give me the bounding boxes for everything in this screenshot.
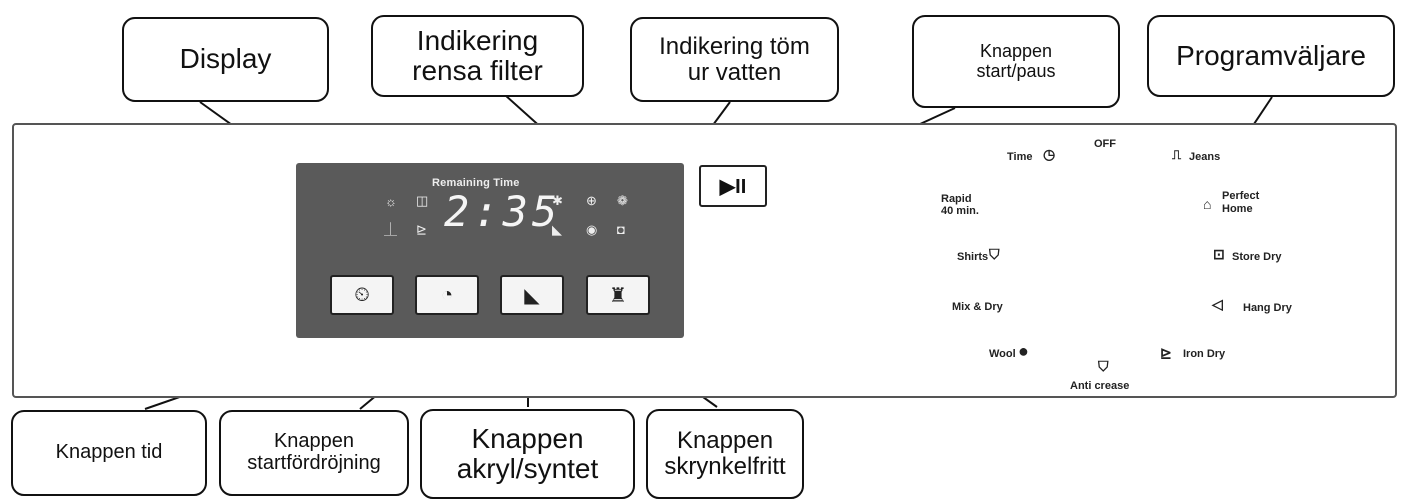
callout-empty-water: Indikering töm ur vatten xyxy=(630,17,839,102)
program-time-label: Time xyxy=(1007,151,1033,163)
callout-crease-button-line1: Knappen xyxy=(676,427,774,455)
callout-clean-filter-line1: Indikering xyxy=(416,24,539,56)
anti-crease-button[interactable]: ♜ xyxy=(586,275,650,315)
callout-start-pause-line1: Knappen xyxy=(979,41,1053,62)
callout-empty-water-line1: Indikering töm xyxy=(659,32,810,60)
shirt-hanger-icon: ♜ xyxy=(609,284,627,307)
callout-crease-button: Knappen skrynkelfritt xyxy=(646,409,804,499)
program-iron-dry-label: Iron Dry xyxy=(1183,348,1226,360)
callout-acrylic-button-line1: Knappen xyxy=(471,422,584,454)
callout-program-selector-text: Programväljare xyxy=(1176,39,1366,71)
remaining-time-label: Remaining Time xyxy=(432,177,520,189)
callout-empty-water-line2: ur vatten xyxy=(687,58,782,86)
acrylic-synthetic-button[interactable]: ◣ xyxy=(500,275,564,315)
callout-start-pause: Knappen start/paus xyxy=(912,15,1120,108)
jeans-icon: ⎍ xyxy=(1172,147,1182,162)
callout-delay-button-line2: startfördröjning xyxy=(247,452,381,474)
program-perfect-home-label1: Perfect xyxy=(1222,190,1260,202)
time-button[interactable]: ⏲ xyxy=(330,275,394,315)
clock-icon: ⏲ xyxy=(354,283,370,306)
iron-small-icon: ⊵ xyxy=(1160,345,1172,361)
leaf-indicator-icon: ◣ xyxy=(552,222,562,237)
play-pause-icon: ▶II xyxy=(719,175,747,198)
program-rapid-label1: Rapid xyxy=(941,193,972,205)
program-rapid-label2: 40 min. xyxy=(941,205,979,217)
empty-water-indicator-icon: ❁ xyxy=(617,193,628,208)
store-dry-icon: ◫ xyxy=(416,193,429,208)
program-perfect-home-label2: Home xyxy=(1222,203,1253,215)
store-dry-small-icon: ⊡ xyxy=(1213,246,1225,262)
wool-icon: ● xyxy=(1018,341,1029,361)
clock-small-icon: ◷ xyxy=(1043,146,1056,162)
program-off-label: OFF xyxy=(1094,138,1116,150)
program-shirts-label: Shirts xyxy=(957,251,989,263)
callout-time-button-text: Knappen tid xyxy=(55,441,163,464)
hanger-icon: ⏊ xyxy=(384,222,398,237)
callout-clean-filter: Indikering rensa filter xyxy=(371,15,584,97)
delay-timer-icon: ◔ xyxy=(440,283,454,306)
program-anti-crease-label: Anti crease xyxy=(1070,380,1130,392)
callout-clean-filter-line2: rensa filter xyxy=(412,55,543,86)
house-icon: ⌂ xyxy=(1203,196,1212,212)
program-hang-dry-label: Hang Dry xyxy=(1243,302,1292,314)
callout-crease-button-line2: skrynkelfritt xyxy=(664,453,786,480)
callout-display: Display xyxy=(122,17,329,102)
callout-program-selector: Programväljare xyxy=(1147,15,1395,97)
delay-start-button[interactable]: ◔ xyxy=(415,275,479,315)
clean-filter-indicator-icon: ⊕ xyxy=(586,193,597,208)
callout-start-pause-line2: start/paus xyxy=(976,60,1056,81)
shirt-icon: ⛉ xyxy=(989,246,1000,262)
program-mix-dry-label: Mix & Dry xyxy=(952,301,1003,313)
callout-time-button: Knappen tid xyxy=(11,410,207,496)
anti-crease-small-icon: ⛉ xyxy=(1098,358,1109,374)
program-store-dry-label: Store Dry xyxy=(1232,251,1282,263)
callout-delay-button-line1: Knappen xyxy=(273,430,355,453)
sun-icon: ☼ xyxy=(385,194,397,209)
hang-dry-icon: ◁ xyxy=(1212,296,1223,312)
program-jeans-label: Jeans xyxy=(1189,151,1221,163)
callout-acrylic-button-line2: akryl/syntet xyxy=(456,453,599,484)
program-wool-label: Wool xyxy=(989,348,1016,360)
display-panel: Remaining Time 2:35 ☼ ◫ ⏊ ⊵ ✱ ⊕ ❁ ◣ ◉ ◘ … xyxy=(296,163,684,338)
time-display-digits: 2:35 xyxy=(444,187,562,236)
wool-indicator-icon: ◉ xyxy=(586,222,598,237)
tank-indicator-icon: ◘ xyxy=(617,222,625,237)
leaf-icon: ◣ xyxy=(524,284,540,307)
callout-acrylic-button: Knappen akryl/syntet xyxy=(420,409,635,499)
callout-display-text: Display xyxy=(179,43,272,75)
callout-delay-button: Knappen startfördröjning xyxy=(219,410,409,496)
start-pause-button[interactable]: ▶II xyxy=(699,165,767,207)
anti-crease-indicator-icon: ✱ xyxy=(552,193,563,208)
iron-icon: ⊵ xyxy=(416,222,427,237)
